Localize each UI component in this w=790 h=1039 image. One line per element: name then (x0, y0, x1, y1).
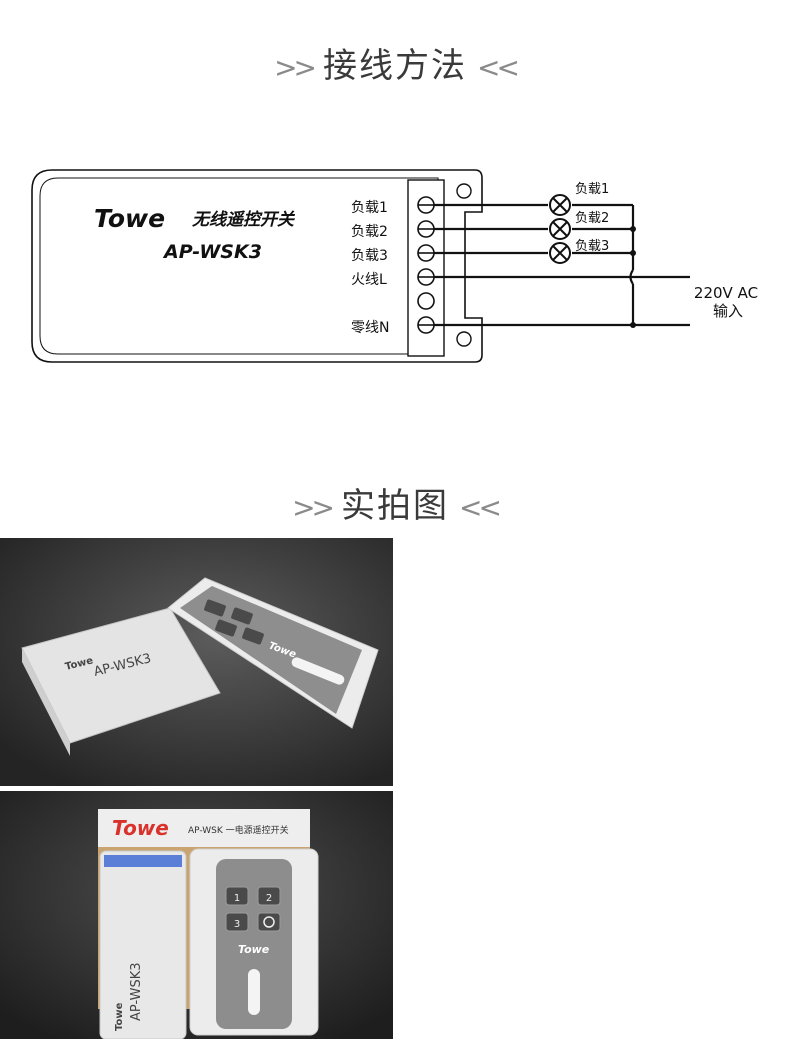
photo-top-right: AP-WSK3 Towe Towe (0, 538, 393, 786)
photo-section-title: >>实拍图 << (0, 478, 790, 527)
mount-hole-bottom (456, 331, 472, 347)
supply-input-label: 输入 (713, 302, 743, 320)
photo4-button-3: 3 (234, 919, 240, 930)
supply-voltage: 220V AC (694, 284, 758, 302)
photo4-model: AP-WSK3 (129, 962, 144, 1021)
terminal-screws (417, 196, 435, 334)
chevron-left-decoration: >> (274, 51, 317, 84)
photo-title-text: 实拍图 (341, 486, 449, 526)
terminal-label-load1: 负载1 (351, 200, 388, 216)
photo-bottom-right: Towe AP-WSK 一电源遥控开关 AP-WSK3 Towe 1 2 3 T… (0, 791, 393, 1039)
wiring-title-text: 接线方法 (323, 46, 467, 86)
brand-logo: Towe (94, 204, 165, 233)
terminal-label-load2: 负载2 (351, 224, 388, 240)
wiring-diagram: Towe 无线遥控开关 AP-WSK3 负载1 负载2 负载3 火线L 零线N … (31, 169, 758, 363)
module-inner-outline (39, 177, 439, 355)
photo4-button-1: 1 (234, 893, 240, 904)
chevron-right-decoration: << (477, 51, 520, 84)
wiring-section-title: >>接线方法 << (0, 38, 790, 87)
photo4-button-2: 2 (266, 893, 272, 904)
lamp-icons (549, 194, 571, 264)
box-caption: AP-WSK 一电源遥控开关 (188, 824, 289, 836)
terminal-label-load3: 负载3 (351, 248, 388, 264)
photo4-brand: Towe (114, 1002, 125, 1031)
product-name: 无线遥控开关 (191, 210, 296, 230)
lamp-label-1: 负载1 (575, 182, 609, 197)
receiver-module-angled (21, 607, 221, 744)
terminal-label-neutral: 零线N (351, 320, 389, 336)
photo-grid: AP-WSK3 Towe 1 2 3 Towe AP-WSK3 To (0, 538, 790, 1039)
terminal-label-live: 火线L (351, 272, 387, 288)
chevron-right-decoration: << (459, 491, 502, 524)
photo4-remote-brand: Towe (238, 943, 270, 956)
mount-hole-top (456, 183, 472, 199)
wires (434, 203, 690, 327)
wire-junctions (630, 226, 636, 328)
box-brand: Towe (112, 816, 169, 840)
module-outline (31, 169, 483, 363)
model-label: AP-WSK3 (162, 241, 262, 263)
lamp-label-3: 负载3 (575, 239, 609, 254)
chevron-left-decoration: >> (292, 491, 335, 524)
receiver-module-upright (99, 850, 187, 1039)
lamp-label-2: 负载2 (575, 211, 609, 226)
